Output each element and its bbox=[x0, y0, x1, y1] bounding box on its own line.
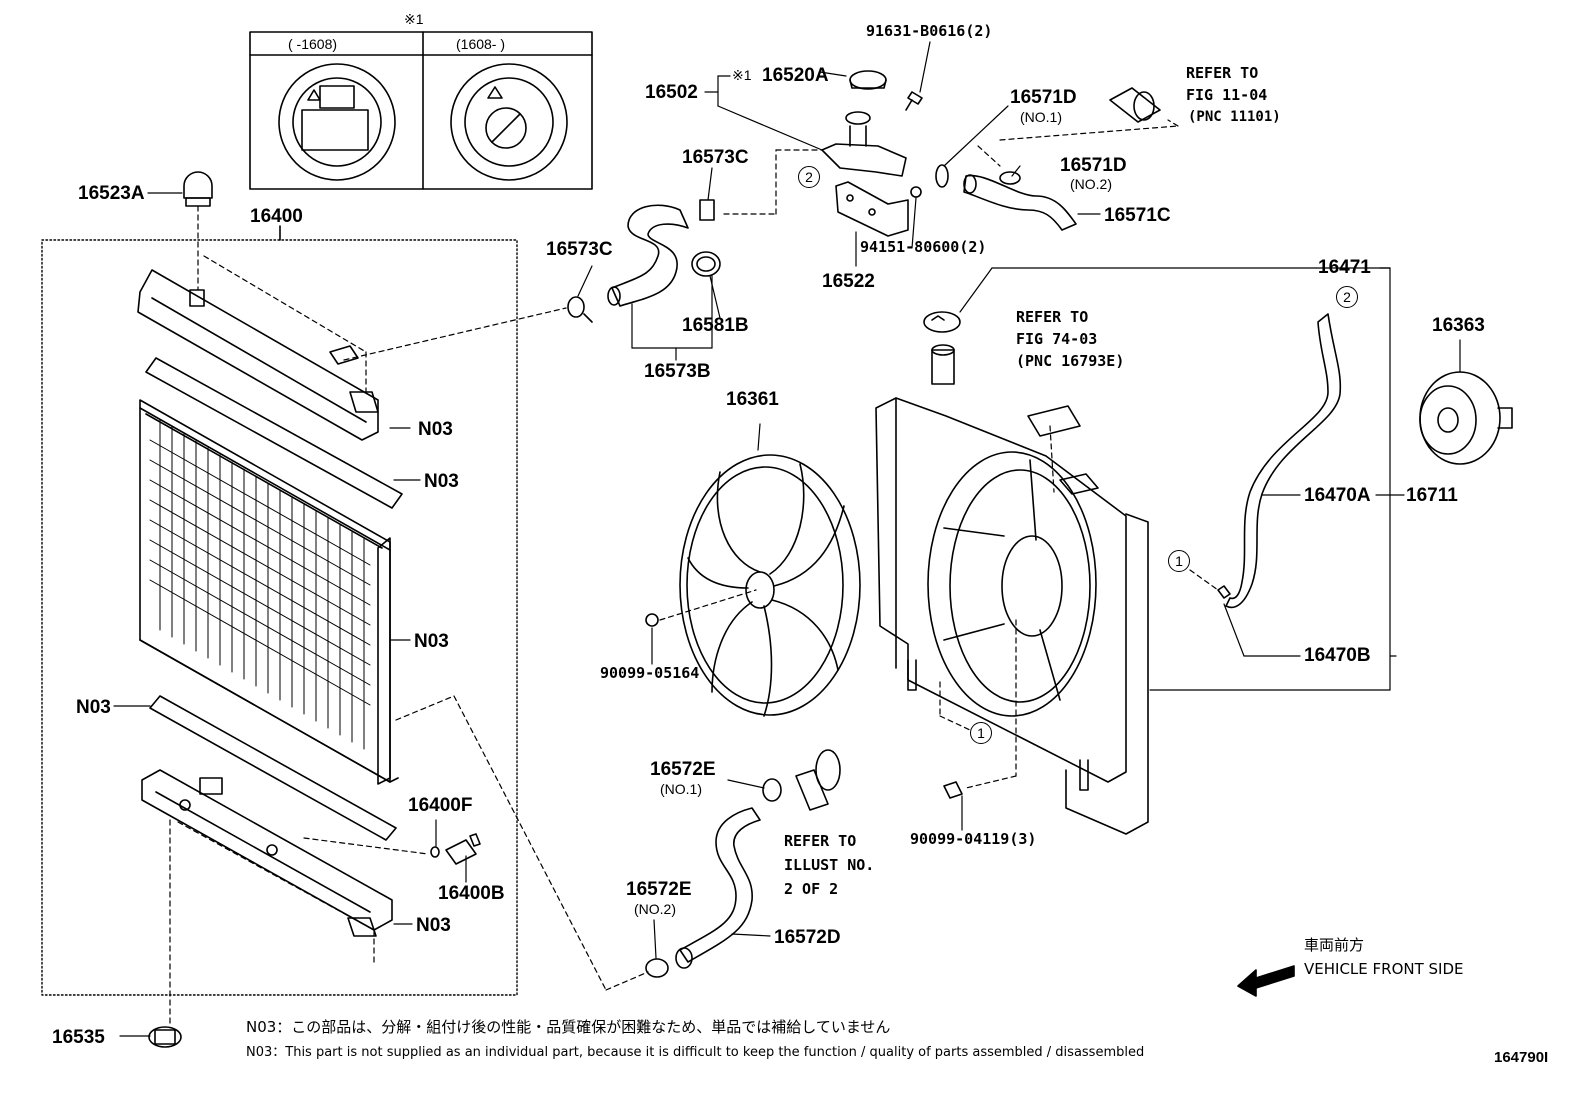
label-16535: 16535 bbox=[52, 1027, 105, 1048]
ref-fig11-line3: (PNC 11101) bbox=[1188, 109, 1281, 125]
label-16361: 16361 bbox=[726, 389, 779, 410]
label-91631: 91631-B0616(2) bbox=[866, 22, 993, 40]
label-n03-3: N03 bbox=[414, 631, 449, 652]
inset-mark: ※1 bbox=[404, 11, 424, 27]
front-side-en: VEHICLE FRONT SIDE bbox=[1304, 960, 1464, 978]
label-16471: 16471 bbox=[1318, 257, 1371, 278]
label-16400F: 16400F bbox=[408, 795, 473, 816]
leader-lines bbox=[113, 41, 1461, 1037]
label-no1-a: (NO.1) bbox=[1020, 109, 1062, 125]
label-16581B: 16581B bbox=[682, 315, 749, 336]
ref-fig74-line2: FIG 74-03 bbox=[1016, 330, 1098, 348]
reservoir-hose bbox=[1217, 313, 1342, 609]
inset-col-right: (1608- ) bbox=[456, 36, 506, 52]
label-16363: 16363 bbox=[1432, 315, 1485, 336]
label-94151: 94151-80600(2) bbox=[860, 238, 987, 256]
fan-shroud bbox=[875, 311, 1149, 835]
marker-1a: 1 bbox=[1168, 550, 1190, 572]
label-16522: 16522 bbox=[822, 271, 875, 292]
label-90099-04119: 90099-04119(3) bbox=[910, 830, 1037, 848]
label-n03-4: N03 bbox=[76, 697, 111, 718]
label-16573C-left: 16573C bbox=[546, 239, 613, 260]
marker-1b: 1 bbox=[970, 722, 992, 744]
label-n03-2: N03 bbox=[424, 471, 459, 492]
label-16572D: 16572D bbox=[774, 927, 841, 948]
radiator bbox=[137, 269, 403, 937]
ref-illust-line2: ILLUST NO. bbox=[784, 856, 875, 874]
label-16711: 16711 bbox=[1406, 485, 1458, 506]
label-16470B: 16470B bbox=[1304, 645, 1371, 666]
ref-illust-line1: REFER TO bbox=[784, 832, 857, 850]
radiator-group-box bbox=[41, 225, 518, 996]
fan-motor bbox=[1419, 371, 1513, 465]
ref-illust-line3: 2 OF 2 bbox=[784, 880, 839, 898]
marker-2a: 2 bbox=[798, 166, 820, 188]
label-16573B: 16573B bbox=[644, 361, 711, 382]
label-16520A: 16520A bbox=[762, 65, 829, 86]
label-16571D-2: 16571D bbox=[1060, 155, 1127, 176]
ref-fig74-line1: REFER TO bbox=[1016, 308, 1089, 326]
label-16523A: 16523A bbox=[78, 183, 145, 204]
label-16400B: 16400B bbox=[438, 883, 505, 904]
inset-col-left: ( -1608) bbox=[288, 36, 338, 52]
ref-fig74-line3: (PNC 16793E) bbox=[1016, 352, 1125, 370]
figure-number: 164790I bbox=[1494, 1049, 1549, 1066]
label-16470A: 16470A bbox=[1304, 485, 1371, 506]
label-n03-1: N03 bbox=[418, 419, 453, 440]
marker-2b: 2 bbox=[1336, 286, 1358, 308]
label-16502: 16502 bbox=[645, 82, 698, 103]
label-no2-a: (NO.2) bbox=[1070, 176, 1112, 192]
label-16572E-1: 16572E bbox=[650, 759, 716, 780]
label-16572E-2: 16572E bbox=[626, 879, 692, 900]
label-mark1: ※1 bbox=[732, 67, 752, 83]
note-en: N03：This part is not supplied as an indi… bbox=[246, 1045, 1145, 1060]
label-no2-b: (NO.2) bbox=[634, 901, 676, 917]
label-16400: 16400 bbox=[250, 206, 303, 227]
ref-fig11-line2: FIG 11-04 bbox=[1186, 86, 1268, 104]
label-16571C: 16571C bbox=[1104, 205, 1171, 226]
front-side-jp: 車両前方 bbox=[1304, 936, 1365, 954]
label-n03-5: N03 bbox=[416, 915, 451, 936]
note-jp: N03：この部品は、分解・組付け後の性能・品質確保が困難なため、単品では補給して… bbox=[246, 1018, 891, 1036]
hoses bbox=[567, 70, 1161, 978]
ref-fig11-line1: REFER TO bbox=[1186, 64, 1259, 82]
cap-inset bbox=[249, 31, 593, 190]
label-16571D-1: 16571D bbox=[1010, 87, 1077, 108]
label-90099-05164: 90099-05164 bbox=[600, 664, 700, 682]
label-16573C-top: 16573C bbox=[682, 147, 749, 168]
dashed-lines bbox=[169, 119, 1219, 1025]
front-arrow bbox=[1237, 965, 1295, 997]
fan-blade bbox=[645, 454, 861, 717]
label-no1-b: (NO.1) bbox=[660, 781, 702, 797]
